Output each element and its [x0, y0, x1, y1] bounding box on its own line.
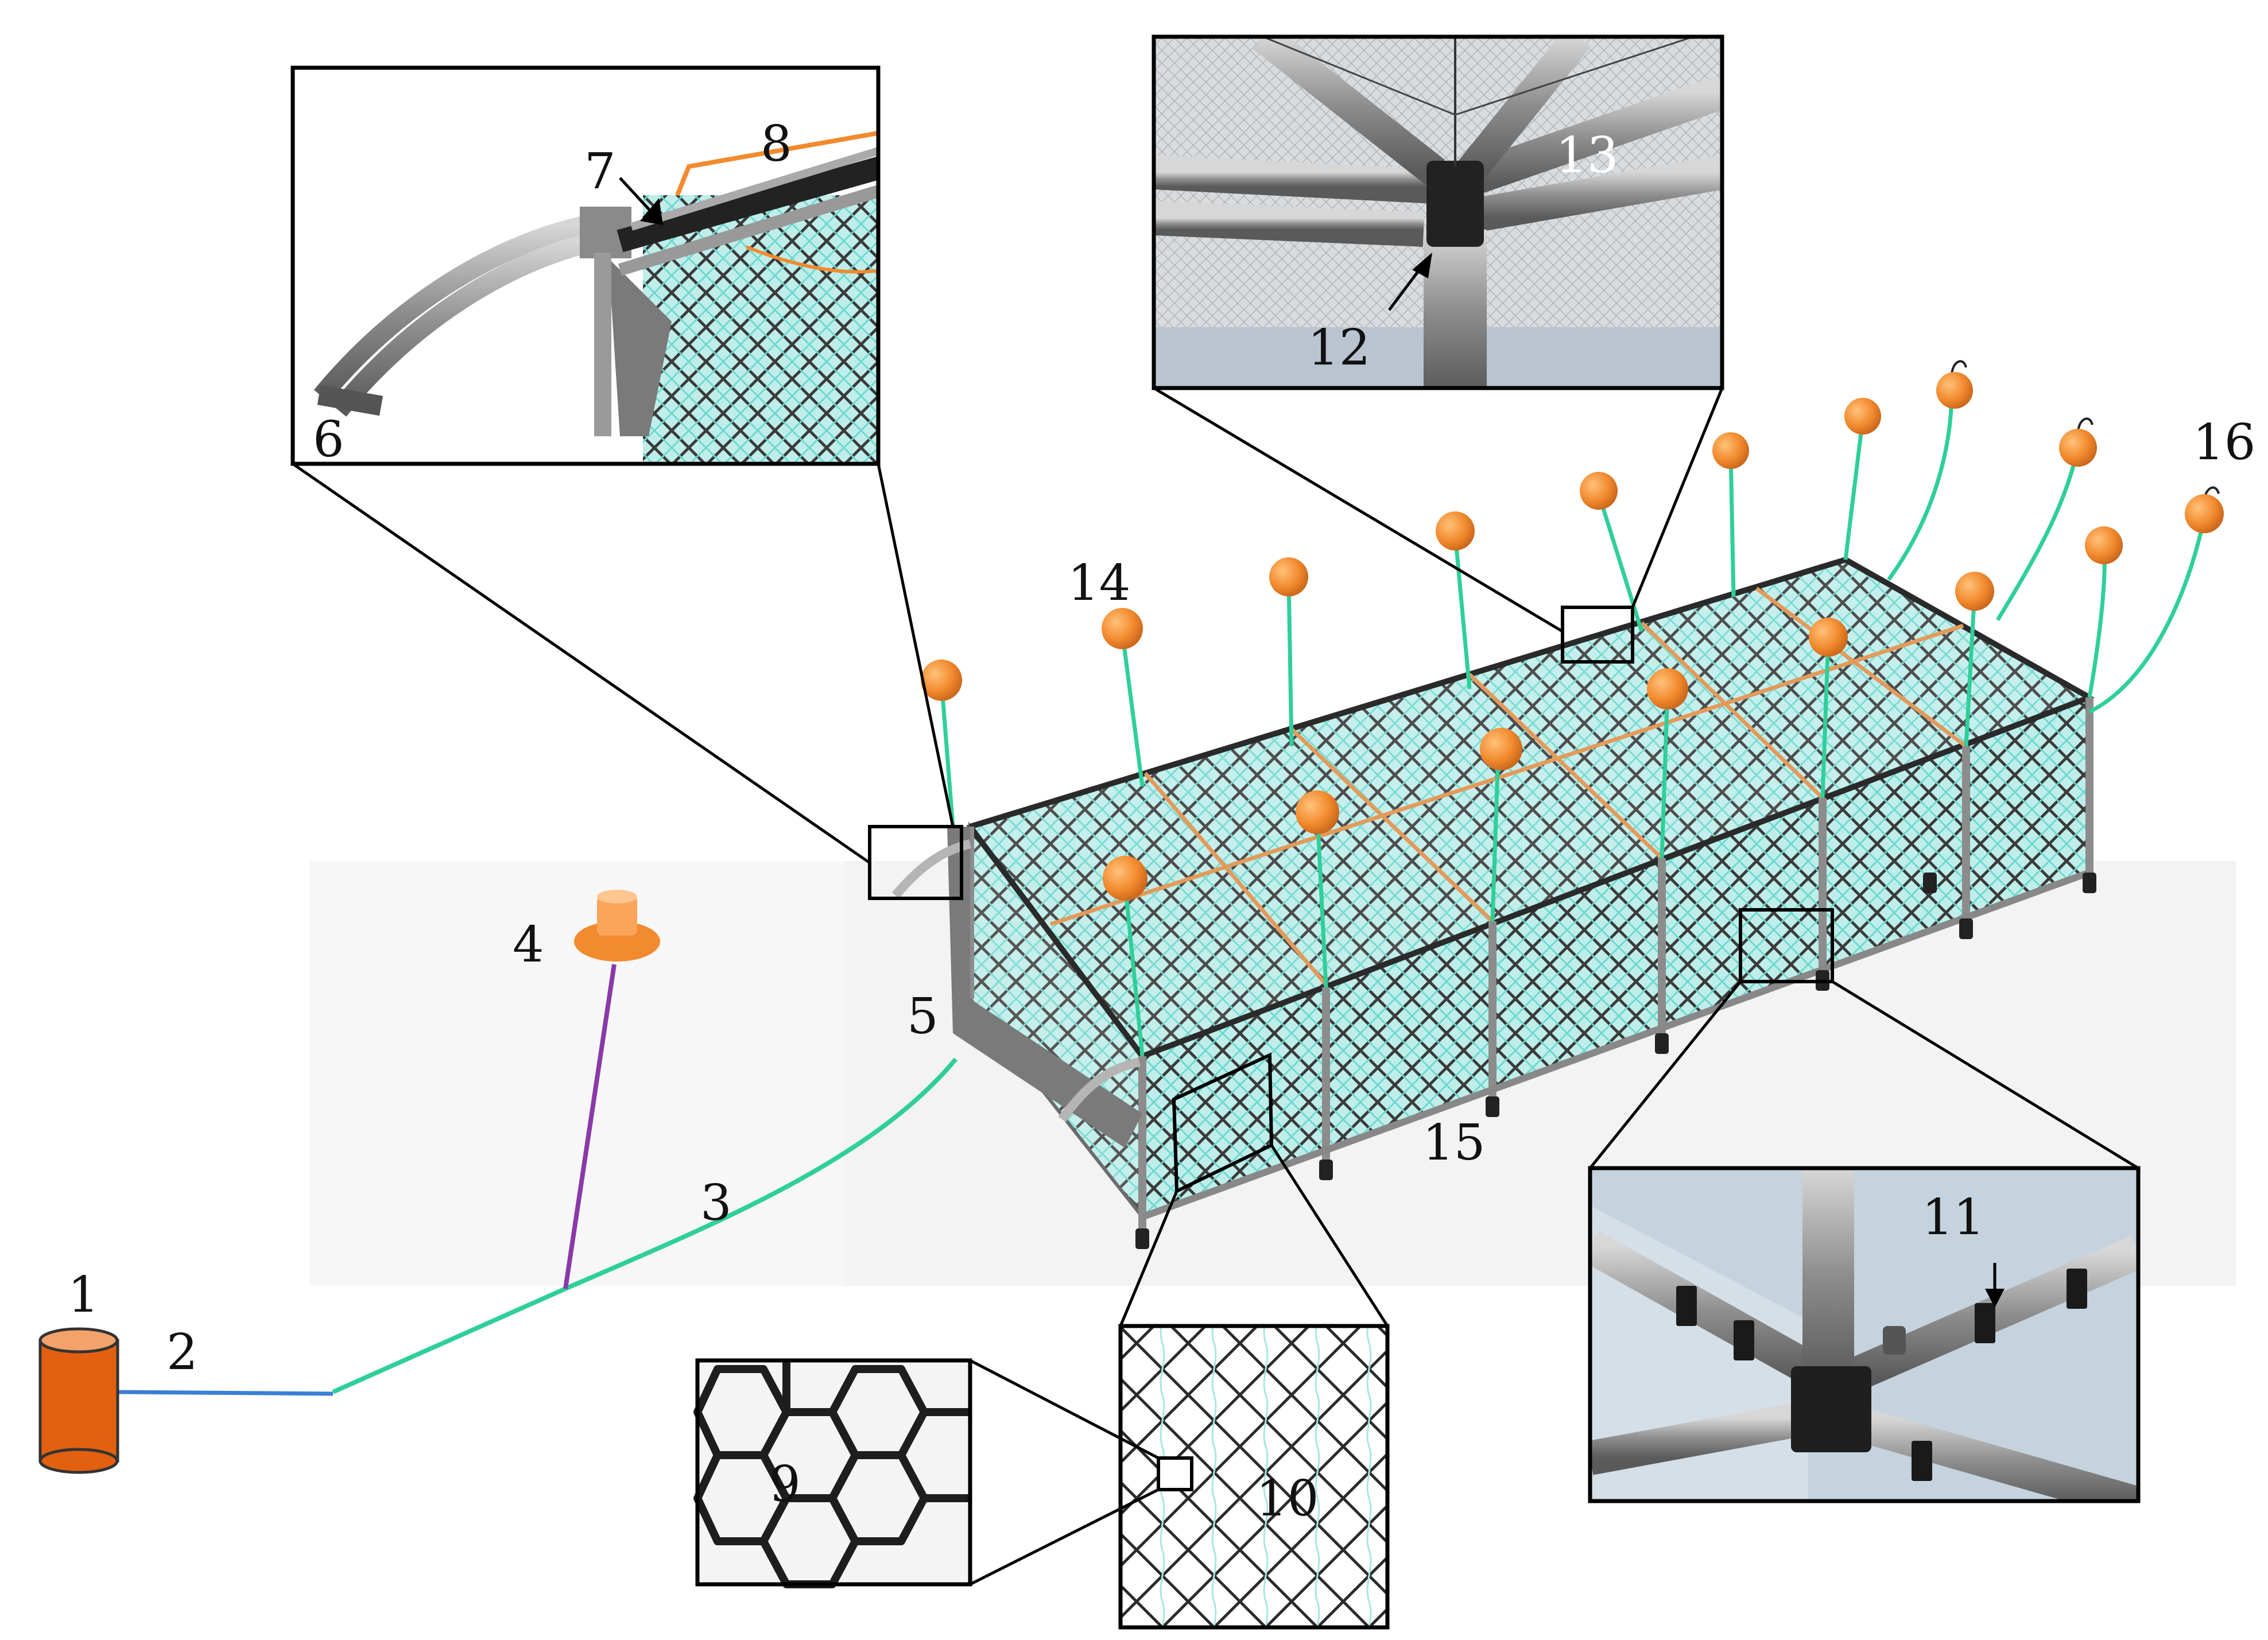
sphere-float-icon [921, 660, 962, 701]
cage-bottom-rail [1141, 869, 2091, 1220]
callout-2: 2 [166, 1324, 198, 1381]
cage-structure [891, 557, 2096, 1249]
cage-top-dividers [1049, 587, 1968, 986]
callout-13: 13 [1556, 127, 1618, 184]
cage-top-frame [968, 557, 2091, 1059]
inset-node-detail-border [1152, 34, 1724, 390]
sphere-float-icon [1296, 790, 1339, 834]
cylinder-anchor-icon [38, 1327, 119, 1474]
mooring-line-main [332, 1057, 958, 1394]
net-weave-marker-box [1157, 1456, 1193, 1491]
inset-end-frame-border [290, 65, 881, 466]
sphere-float-icon [1436, 511, 1475, 550]
sphere-float-icon [1103, 856, 1147, 901]
callout-8: 8 [761, 115, 792, 173]
callout-12: 12 [1308, 319, 1370, 377]
callout-3: 3 [700, 1174, 732, 1232]
callout-15: 15 [1422, 1114, 1485, 1172]
callout-16: 16 [2193, 414, 2255, 471]
callout-6: 6 [313, 411, 344, 468]
callout-14: 14 [1068, 555, 1130, 612]
callout-7: 7 [584, 143, 616, 200]
callout-5: 5 [907, 988, 939, 1045]
sphere-float-icon [1936, 372, 1973, 409]
inset-net-weave-border [1118, 1324, 1390, 1630]
sphere-float-icon [1844, 398, 1881, 435]
inset-hex-mesh-border [695, 1358, 972, 1587]
marker-buoy-icon [574, 890, 660, 961]
inset-hex-mesh [693, 1358, 972, 1588]
float-lines [939, 390, 2207, 1057]
sphere-float-icon [1712, 432, 1749, 469]
cage-bow-plate [947, 827, 1142, 1148]
sphere-float-icon [1955, 572, 1994, 611]
callout-labels: 1 2 3 4 5 6 7 8 9 10 11 12 13 14 15 16 [68, 115, 2255, 1527]
cage-bow-pipe-lower [1058, 1057, 1141, 1122]
callout-9: 9 [769, 1456, 801, 1513]
callout-10: 10 [1256, 1470, 1319, 1527]
callout-11: 11 [1922, 1189, 1984, 1246]
mooring-line-anchor [117, 1390, 334, 1396]
leader-lines [292, 386, 2139, 1586]
sphere-float-icon [1647, 668, 1688, 709]
sphere-float-icon [2085, 526, 2123, 564]
sphere-float-icon [2185, 494, 2224, 533]
floats [921, 372, 2224, 901]
callout-11-arrow [1985, 1289, 2005, 1308]
inset-joint-detail [1588, 1166, 2141, 1503]
callout-1: 1 [68, 1266, 99, 1324]
inset-node-detail [1152, 34, 1724, 390]
inset-joint-detail-border [1588, 1166, 2141, 1503]
sphere-float-icon [1269, 557, 1308, 596]
sphere-float-icon [1580, 472, 1618, 510]
callout-4: 4 [513, 916, 544, 974]
sphere-float-icon [2059, 429, 2097, 467]
inset-net-weave [1118, 1324, 1390, 1630]
sphere-float-icon [1809, 618, 1848, 657]
inset-end-frame [290, 65, 881, 466]
sphere-float-icon [1480, 728, 1522, 770]
callout-12-arrow [1412, 253, 1432, 278]
sphere-float-icon [1102, 608, 1143, 649]
buoy-line [563, 964, 617, 1289]
